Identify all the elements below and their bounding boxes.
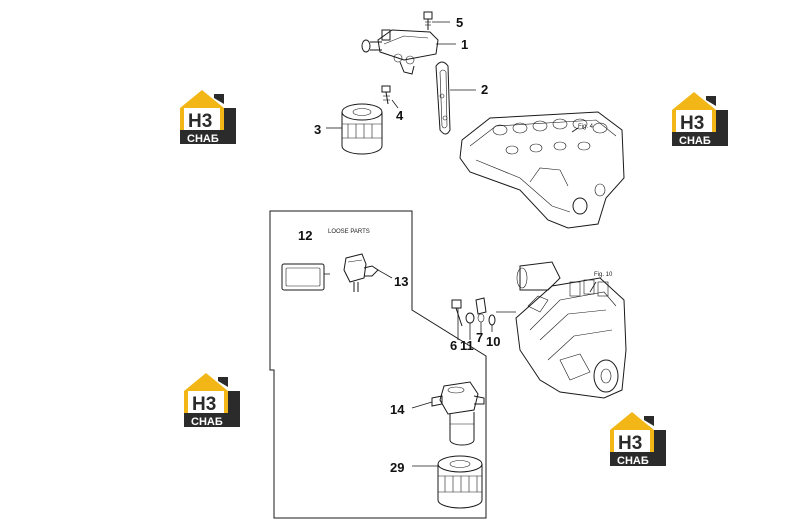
part-2-gasket: [435, 61, 451, 135]
logo-letters: H3: [680, 113, 704, 134]
callout-11: 11: [460, 338, 474, 353]
part-6-banjo-bolt: [451, 299, 463, 327]
part-14-fuel-filter: [431, 381, 485, 446]
callout-4: 4: [396, 108, 404, 123]
brand-logo-right-top: H3 СНАБ: [672, 92, 728, 147]
part-7-joint: [475, 297, 487, 323]
callout-29: 29: [390, 460, 404, 475]
fig-4-label: Fig. 4: [578, 124, 594, 130]
part-29-filter-cartridge: [437, 455, 483, 509]
part-13-sensor: [343, 253, 379, 292]
callout-6: 6: [450, 338, 457, 353]
brand-logo-right-bottom: H3 СНАБ: [610, 412, 666, 467]
brand-logo-left-top: H3 СНАБ: [180, 90, 236, 145]
cylinder-head-assembly: [459, 111, 625, 229]
logo-word: СНАБ: [617, 455, 649, 467]
callout-14: 14: [390, 402, 405, 417]
part-5-bolt: [423, 11, 433, 30]
part-10-o-ring: [488, 314, 496, 326]
logo-letters: H3: [188, 111, 212, 132]
fig-10-label: Fig. 10: [594, 272, 613, 278]
brand-logo-left-bottom: H3 СНАБ: [184, 373, 240, 428]
callout-13: 13: [394, 274, 408, 289]
callout-10: 10: [486, 334, 500, 349]
callout-7: 7: [476, 330, 483, 345]
logo-word: СНАБ: [191, 416, 223, 428]
logo-letters: H3: [618, 433, 642, 454]
leader-lines: [324, 21, 597, 467]
callout-3: 3: [314, 122, 321, 137]
loose-parts-label: LOOSE PARTS: [328, 229, 370, 235]
part-4-stud-bolt: [381, 85, 391, 105]
part-11-washer: [465, 312, 475, 324]
part-1-feed-pump: [361, 29, 439, 75]
loose-parts-frame: [269, 210, 487, 519]
callout-1: 1: [461, 37, 468, 52]
logo-word: СНАБ: [679, 135, 711, 147]
logo-letters: H3: [192, 394, 216, 415]
logo-word: СНАБ: [187, 133, 219, 145]
callout-5: 5: [456, 15, 463, 30]
part-12-label-plate: [281, 263, 325, 291]
callout-12: 12: [298, 228, 312, 243]
callout-2: 2: [481, 82, 488, 97]
part-3-filter-cartridge: [341, 103, 383, 155]
injection-pump-assembly: [515, 261, 627, 399]
